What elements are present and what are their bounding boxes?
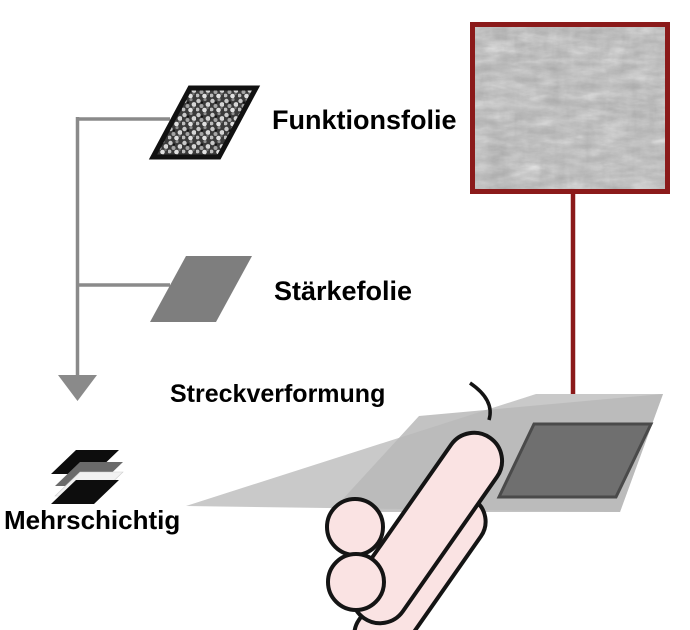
roller-cap-lower (326, 552, 386, 612)
roller-upper (349, 430, 505, 626)
arrowhead-down-icon (58, 375, 97, 401)
process-bracket-arrow (58, 117, 170, 401)
stack-layer-4 (51, 480, 119, 504)
stretching-rollers (325, 381, 505, 630)
starch-film-parallelogram (150, 256, 252, 322)
roller-arc-detail (469, 381, 492, 421)
function-film-parallelogram (148, 85, 261, 160)
roller-cap-upper (325, 497, 385, 557)
sheet-dark-region (496, 422, 654, 499)
label-funktionsfolie: Funktionsfolie (272, 105, 457, 135)
multilayer-stack-icon (51, 450, 124, 504)
label-mehrschichtig: Mehrschichtig (4, 505, 181, 535)
label-staerkefolie: Stärkefolie (274, 276, 413, 306)
fiber-texture-micrograph[interactable] (470, 22, 670, 194)
micrograph-border (470, 22, 670, 194)
label-streckverformung: Streckverformung (170, 380, 386, 408)
